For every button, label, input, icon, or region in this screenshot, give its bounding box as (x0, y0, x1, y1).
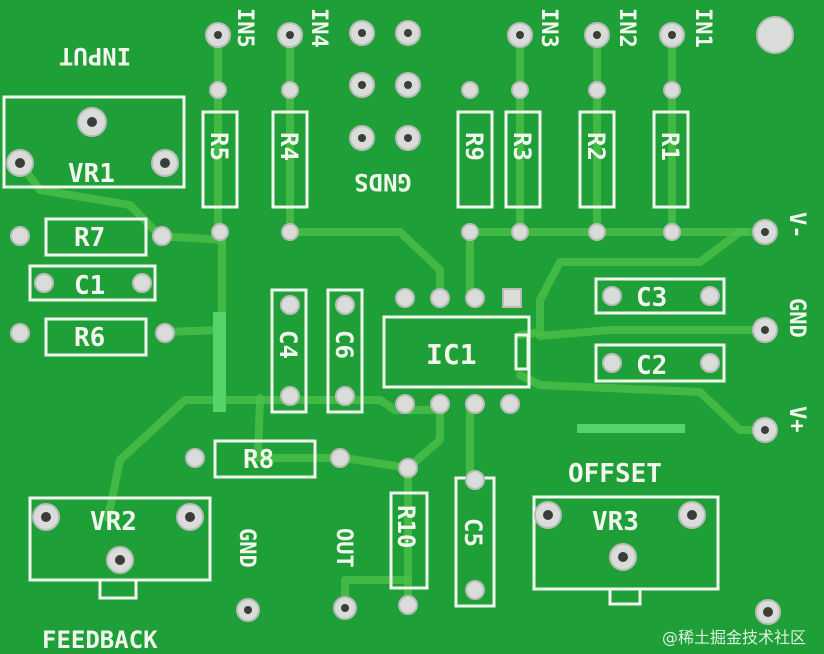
label-r8: R8 (243, 445, 274, 475)
label-c3: C3 (636, 283, 667, 313)
label-r2: R2 (582, 132, 610, 161)
label-r7: R7 (74, 223, 105, 253)
label-vr3: VR3 (592, 507, 639, 537)
label-r9: R9 (460, 132, 488, 161)
solder-pads (6, 16, 794, 625)
label-in3: IN3 (536, 8, 561, 48)
label-input: INPUT (59, 42, 131, 70)
label-c5: C5 (459, 518, 487, 547)
label-r10: R10 (392, 505, 420, 548)
label-gnd-bottom: GND (234, 528, 259, 568)
label-vr1: VR1 (68, 159, 115, 189)
label-r1: R1 (656, 132, 684, 161)
silkscreen-outlines (2, 95, 726, 608)
label-in5: IN5 (232, 8, 257, 48)
label-out: OUT (331, 528, 356, 568)
label-r5: R5 (205, 132, 233, 161)
label-offset: OFFSET (568, 459, 662, 489)
label-in4: IN4 (306, 8, 331, 48)
label-in2: IN2 (614, 8, 639, 48)
label-vr2: VR2 (90, 507, 137, 537)
label-in1: IN1 (690, 8, 715, 48)
label-c1: C1 (74, 271, 105, 301)
label-r3: R3 (508, 132, 536, 161)
label-c4: C4 (274, 330, 302, 359)
label-ic1: IC1 (426, 338, 477, 371)
label-r6: R6 (74, 323, 105, 353)
label-v-plus: V+ (784, 406, 809, 433)
label-v-minus: V- (784, 212, 809, 239)
label-gnd-right: GND (784, 298, 809, 338)
label-r4: R4 (275, 132, 303, 161)
watermark: @稀土掘金技术社区 (662, 628, 806, 647)
label-c2: C2 (636, 351, 667, 381)
label-gnds: GNDS (354, 168, 412, 196)
label-c6: C6 (330, 330, 358, 359)
label-feedback: FEEDBACK (42, 626, 158, 654)
